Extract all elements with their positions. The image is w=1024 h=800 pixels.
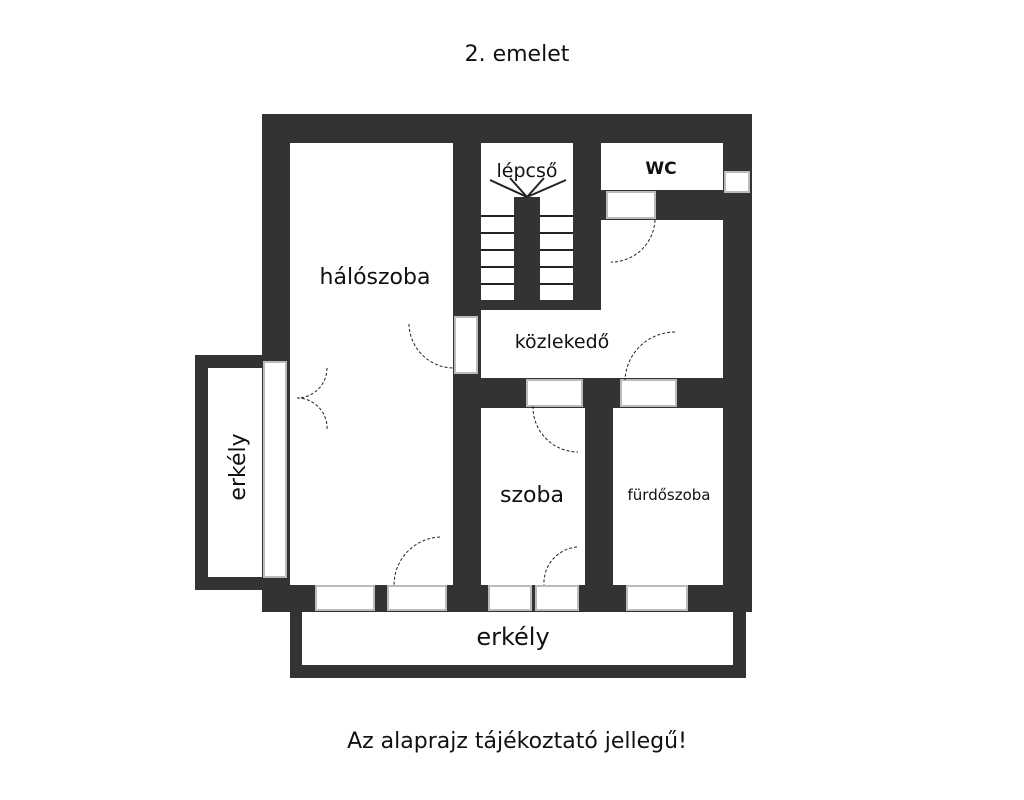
walls	[195, 114, 752, 678]
room-bedroom	[290, 143, 453, 585]
label-stairs: lépcső	[497, 160, 558, 182]
label-room: szoba	[500, 483, 564, 508]
room-wc	[601, 143, 723, 190]
room-hallway	[481, 310, 723, 378]
room-room	[481, 408, 585, 585]
label-hallway: közlekedő	[515, 331, 610, 353]
room-bathroom	[613, 408, 723, 585]
floor-title: 2. emelet	[465, 42, 570, 67]
label-wc: WC	[645, 159, 676, 179]
label-balcony-side: erkély	[226, 433, 251, 500]
label-bedroom: hálószoba	[320, 265, 431, 290]
windows-and-doors	[263, 171, 750, 611]
label-balcony-bottom: erkély	[476, 623, 549, 651]
disclaimer-footer: Az alaprajz tájékoztató jellegű!	[347, 729, 687, 754]
label-bathroom: fürdőszoba	[628, 486, 711, 504]
stair-steps	[481, 177, 573, 285]
